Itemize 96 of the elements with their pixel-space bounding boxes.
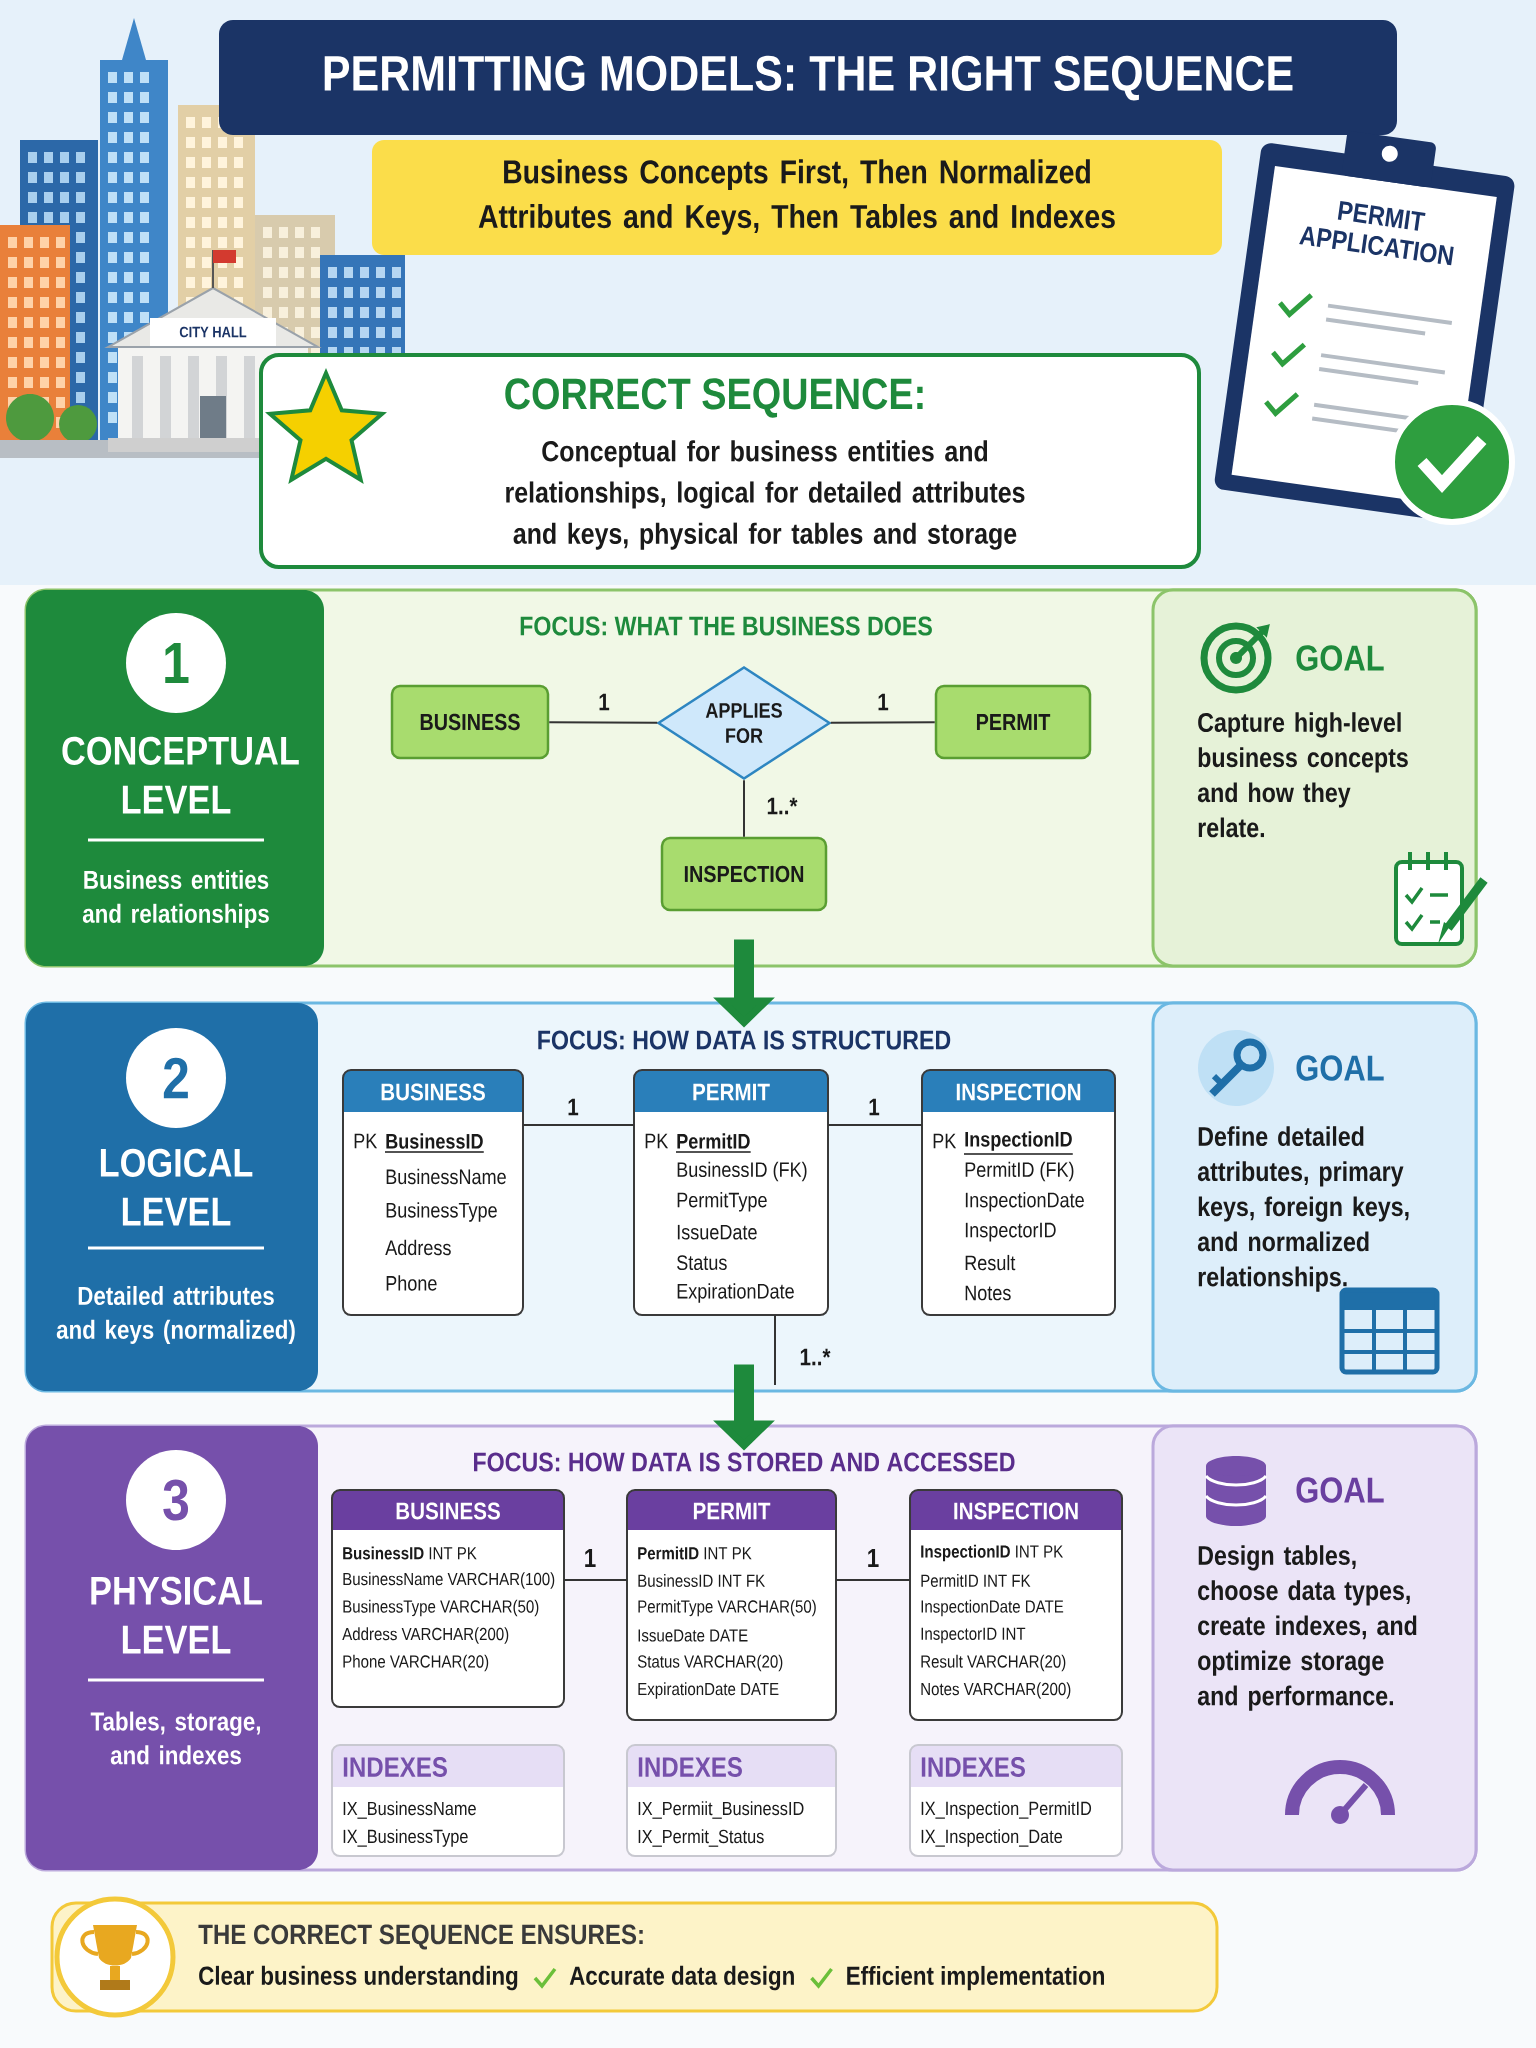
table-header: INSPECTION — [956, 1083, 1081, 1101]
index-name: IX_Permit_Status — [638, 1829, 764, 1847]
edge-label: 1..* — [800, 1348, 831, 1366]
column-definition: Address VARCHAR(200) — [342, 1627, 509, 1644]
column-definition: PermitID INT PK — [638, 1546, 752, 1560]
connector-line — [522, 1124, 635, 1126]
building-sign: CITY HALL — [179, 326, 247, 338]
key-marker: PK — [933, 1133, 957, 1149]
field-name: InspectorID — [965, 1222, 1056, 1242]
level-description: Tables, storage, and indexes — [90, 1711, 260, 1765]
index-name: IX_Permiit_BusinessID — [638, 1801, 804, 1819]
table-header: INDEXES — [638, 1757, 742, 1777]
table-header: INDEXES — [921, 1757, 1025, 1777]
column-definition: BusinessID INT PK — [343, 1546, 477, 1560]
connector-line — [829, 721, 936, 724]
field-name: ExpirationDate — [677, 1283, 794, 1303]
column-definition: Result VARCHAR(20) — [921, 1654, 1066, 1672]
column-definition: PermitType VARCHAR(50) — [638, 1599, 816, 1617]
edge-label: 1 — [585, 1549, 596, 1567]
title-banner: PERMITTING MODELS: THE RIGHT SEQUENCE — [219, 20, 1397, 135]
index-name: IX_Inspection_PermitID — [921, 1801, 1092, 1819]
column-definition: InspectorID INT — [921, 1627, 1026, 1644]
level-title: PHYSICAL LEVEL — [91, 1576, 262, 1654]
column-definition: Status VARCHAR(20) — [637, 1654, 783, 1672]
column-definition: Notes VARCHAR(200) — [921, 1682, 1071, 1699]
field-name: InspectionDate — [965, 1192, 1084, 1212]
field-name: Notes — [965, 1285, 1011, 1301]
connector-line — [563, 1579, 628, 1581]
primary-key-field: PermitID — [675, 1133, 752, 1153]
connector-line — [743, 779, 745, 838]
focus-heading: FOCUS: HOW DATA IS STORED AND ACCESSED — [474, 1452, 1015, 1472]
primary-key-field: InspectionID — [963, 1131, 1074, 1155]
goal-text: Design tables, choose data types, create indexes, and optimize storage and performance. — [1197, 1545, 1417, 1711]
goal-heading: GOAL — [1296, 1055, 1384, 1081]
level-description: Detailed attributes and keys (normalized) — [56, 1286, 295, 1345]
field-name: Phone — [386, 1275, 437, 1291]
column-definition: ExpirationDate DATE — [638, 1682, 779, 1699]
box-text: Conceptual for business entities and relationships, logical for detailed attributes and keys, physical for tables and storage — [506, 440, 1025, 550]
edge-label: 1 — [878, 693, 889, 711]
field-name: Result — [965, 1254, 1016, 1271]
edge-label: 1 — [568, 1098, 579, 1116]
table-header: BUSINESS — [396, 1502, 500, 1520]
column-definition: PermitID INT FK — [921, 1574, 1031, 1587]
key-marker: PK — [354, 1133, 378, 1149]
goal-heading: GOAL — [1296, 645, 1384, 671]
field-name: PermitType — [677, 1192, 767, 1212]
key-marker: PK — [645, 1133, 669, 1149]
entity-box: BUSINESS — [390, 684, 550, 760]
field-name: BusinessType — [386, 1202, 497, 1222]
goal-text: Capture high-level business concepts and how they relate. — [1197, 712, 1408, 838]
field-name: BusinessID (FK) — [677, 1161, 807, 1182]
table-header: INSPECTION — [954, 1502, 1078, 1520]
focus-heading: FOCUS: HOW DATA IS STRUCTURED — [538, 1030, 951, 1050]
primary-key-field: BusinessID — [384, 1133, 485, 1153]
edge-label: 1 — [868, 1549, 879, 1567]
subtitle-banner: Business Concepts First, Then Normalized Attributes and Keys, Then Tables and Indexes — [372, 140, 1222, 255]
box-heading: CORRECT SEQUENCE: — [505, 378, 923, 418]
table-header: PERMIT — [693, 1502, 771, 1520]
entity-box: INSPECTION — [660, 836, 828, 912]
connector-line — [835, 1579, 911, 1581]
field-name: Address — [385, 1239, 451, 1256]
benefit-text: Clear business understanding — [199, 1965, 518, 1991]
index-name: IX_BusinessType — [343, 1829, 468, 1847]
connector-line — [548, 721, 659, 724]
table-header: BUSINESS — [381, 1083, 485, 1101]
field-name: IssueDate — [677, 1224, 757, 1240]
field-name: BusinessName — [386, 1168, 506, 1185]
level-title: LOGICAL LEVEL — [100, 1148, 253, 1226]
column-definition: Phone VARCHAR(20) — [343, 1654, 489, 1672]
column-definition: BusinessID INT FK — [638, 1574, 765, 1587]
focus-heading: FOCUS: WHAT THE BUSINESS DOES — [520, 616, 932, 636]
column-definition: BusinessName VARCHAR(100) — [343, 1572, 555, 1589]
column-definition: InspectionID INT PK — [921, 1544, 1063, 1562]
entity-box: PERMIT — [934, 684, 1092, 760]
table-header: PERMIT — [693, 1083, 770, 1101]
column-definition: BusinessType VARCHAR(50) — [343, 1599, 539, 1617]
edge-label: 1 — [599, 693, 610, 711]
goal-text: Define detailed attributes, primary keys, foreign keys, and normalized relationships. — [1197, 1126, 1409, 1292]
banner-heading: THE CORRECT SEQUENCE ENSURES: — [198, 1924, 643, 1950]
edge-label: 1..* — [767, 797, 798, 815]
table-header: INDEXES — [343, 1757, 447, 1777]
clipboard-title: PERMIT APPLICATION — [1299, 201, 1454, 266]
edge-label: 1 — [869, 1098, 880, 1116]
goal-heading: GOAL — [1296, 1477, 1384, 1503]
field-name: PermitID (FK) — [965, 1161, 1074, 1182]
benefit-text: Efficient implementation — [847, 1965, 1104, 1991]
level-description: Business entities and relationships — [82, 870, 269, 929]
column-definition: IssueDate DATE — [638, 1629, 748, 1642]
connector-line — [774, 1314, 776, 1386]
column-definition: InspectionDate DATE — [921, 1599, 1064, 1617]
level-title: CONCEPTUAL LEVEL — [62, 736, 299, 814]
index-name: IX_Inspection_Date — [921, 1829, 1063, 1847]
benefit-text: Accurate data design — [569, 1965, 794, 1991]
connector-line — [827, 1124, 923, 1126]
index-name: IX_BusinessName — [343, 1801, 476, 1819]
field-name: Status — [677, 1255, 727, 1271]
